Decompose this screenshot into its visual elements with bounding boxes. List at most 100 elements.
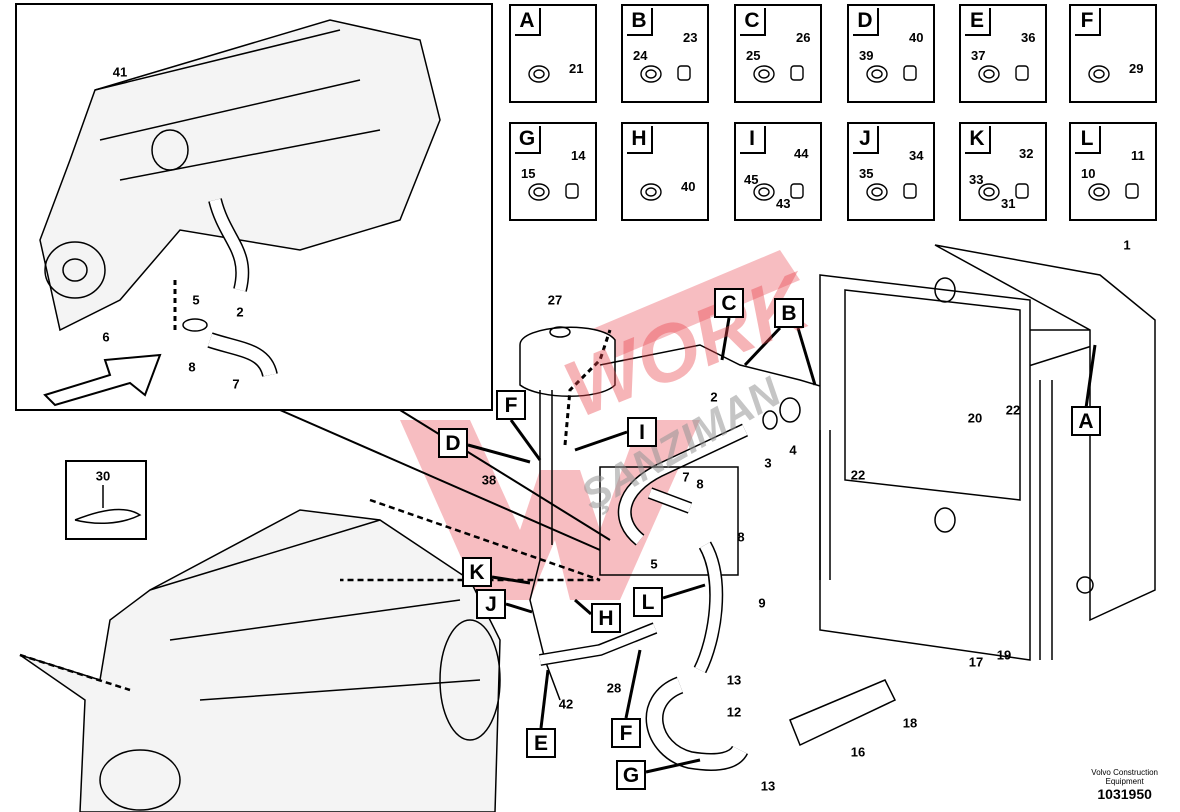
- part-label: 8: [696, 476, 704, 492]
- legend-letter: B: [627, 8, 653, 36]
- part-label: 13: [726, 672, 742, 688]
- callout-f[interactable]: F: [611, 718, 641, 748]
- legend-part-number: 43: [776, 196, 791, 211]
- callout-i[interactable]: I: [627, 417, 657, 447]
- callout-a[interactable]: A: [1071, 406, 1101, 436]
- legend-part-number: 40: [909, 30, 924, 45]
- part-label: 16: [850, 744, 866, 760]
- legend-letter: G: [515, 126, 541, 154]
- legend-part-number: 33: [969, 172, 984, 187]
- legend-part-number: 34: [909, 148, 924, 163]
- footer-company: Volvo Construction: [1091, 768, 1158, 777]
- legend-part-number: 26: [796, 30, 811, 45]
- part-label: 7: [682, 469, 690, 485]
- legend-letter: J: [853, 126, 879, 154]
- part-label: 1: [1123, 237, 1131, 253]
- legend-part-number: 31: [1001, 196, 1016, 211]
- legend-letter: E: [965, 8, 991, 36]
- inset-part-label: 2: [236, 304, 244, 320]
- legend-part-number: 21: [569, 61, 584, 76]
- part-label: 8: [737, 529, 745, 545]
- callout-e[interactable]: E: [526, 728, 556, 758]
- drawing-number: 1031950: [1097, 786, 1152, 802]
- part-label: 22: [850, 467, 866, 483]
- legend-part-number: 44: [794, 146, 809, 161]
- legend-part-number: 14: [571, 148, 586, 163]
- fastener-icon: [978, 65, 1029, 83]
- legend-part-number: 36: [1021, 30, 1036, 45]
- callout-b[interactable]: B: [774, 298, 804, 328]
- part-label: 2: [710, 389, 718, 405]
- callout-l[interactable]: L: [633, 587, 663, 617]
- legend-cell-e: E 37 36: [959, 4, 1047, 103]
- part-label: 42: [558, 696, 574, 712]
- watermark-logo: [400, 250, 800, 600]
- part-label: 18: [902, 715, 918, 731]
- legend-part-number: 39: [859, 48, 874, 63]
- callout-k[interactable]: K: [462, 557, 492, 587]
- legend-part-number: 35: [859, 166, 874, 181]
- main-engine: [19, 498, 601, 812]
- footer: Volvo Construction Equipment 1031950: [1091, 768, 1158, 802]
- callout-g[interactable]: G: [616, 760, 646, 790]
- part-label: 17: [968, 654, 984, 670]
- legend-part-number: 11: [1131, 148, 1145, 163]
- legend-letter: L: [1075, 126, 1101, 154]
- legend-cell-h: H 40: [621, 122, 709, 221]
- legend-cell-g: G 15 14: [509, 122, 597, 221]
- legend-letter: K: [965, 126, 991, 154]
- fastener-icon: [528, 65, 550, 83]
- legend-part-number: 10: [1081, 166, 1096, 181]
- callout-f[interactable]: F: [496, 390, 526, 420]
- footer-company-line2: Equipment: [1105, 777, 1144, 786]
- legend-letter: A: [515, 8, 541, 36]
- callout-h[interactable]: H: [591, 603, 621, 633]
- legend-cell-j: J 35 34: [847, 122, 935, 221]
- legend-part-number: 25: [746, 48, 761, 63]
- inset-frame: [15, 3, 493, 411]
- legend-part-number: 32: [1019, 146, 1034, 161]
- legend-part-number: 24: [633, 48, 648, 63]
- fastener-icon: [640, 65, 691, 83]
- callout-c[interactable]: C: [714, 288, 744, 318]
- part-label: 19: [996, 647, 1012, 663]
- small-box-part-label: 30: [95, 468, 111, 484]
- part-label: 4: [789, 442, 797, 458]
- legend-cell-b: B 24 23: [621, 4, 709, 103]
- legend-part-number: 15: [521, 166, 536, 181]
- fastener-icon: [1088, 183, 1139, 201]
- fastener-icon: [753, 65, 804, 83]
- part-label: 3: [764, 455, 772, 471]
- inset-part-label: 8: [188, 359, 196, 375]
- legend-letter: I: [740, 126, 766, 154]
- radiator: [819, 244, 1156, 661]
- legend-part-number: 37: [971, 48, 986, 63]
- legend-letter: F: [1075, 8, 1101, 36]
- legend-part-number: 40: [681, 179, 696, 194]
- part-label: 28: [606, 680, 622, 696]
- callout-j[interactable]: J: [476, 589, 506, 619]
- inset-engine: [39, 19, 441, 407]
- part-label: 27: [547, 292, 563, 308]
- fastener-icon: [753, 183, 804, 201]
- legend-part-number: 23: [683, 30, 698, 45]
- part-label: 9: [758, 595, 766, 611]
- part-label: 13: [760, 778, 776, 794]
- legend-cell-k: K 33 32 31: [959, 122, 1047, 221]
- part-label: 20: [967, 410, 983, 426]
- inset-part-label: 7: [232, 376, 240, 392]
- fastener-icon: [528, 183, 579, 201]
- legend-cell-a: A 21: [509, 4, 597, 103]
- fastener-icon: [978, 183, 1029, 201]
- inset-part-label: 41: [112, 64, 128, 80]
- legend-part-number: 45: [744, 172, 759, 187]
- legend-letter: H: [627, 126, 653, 154]
- fastener-icon: [1088, 65, 1110, 83]
- part-label: 12: [726, 704, 742, 720]
- part-label: 5: [650, 556, 658, 572]
- callout-d[interactable]: D: [438, 428, 468, 458]
- inset-part-label: 5: [192, 292, 200, 308]
- part-label: 22: [1005, 402, 1021, 418]
